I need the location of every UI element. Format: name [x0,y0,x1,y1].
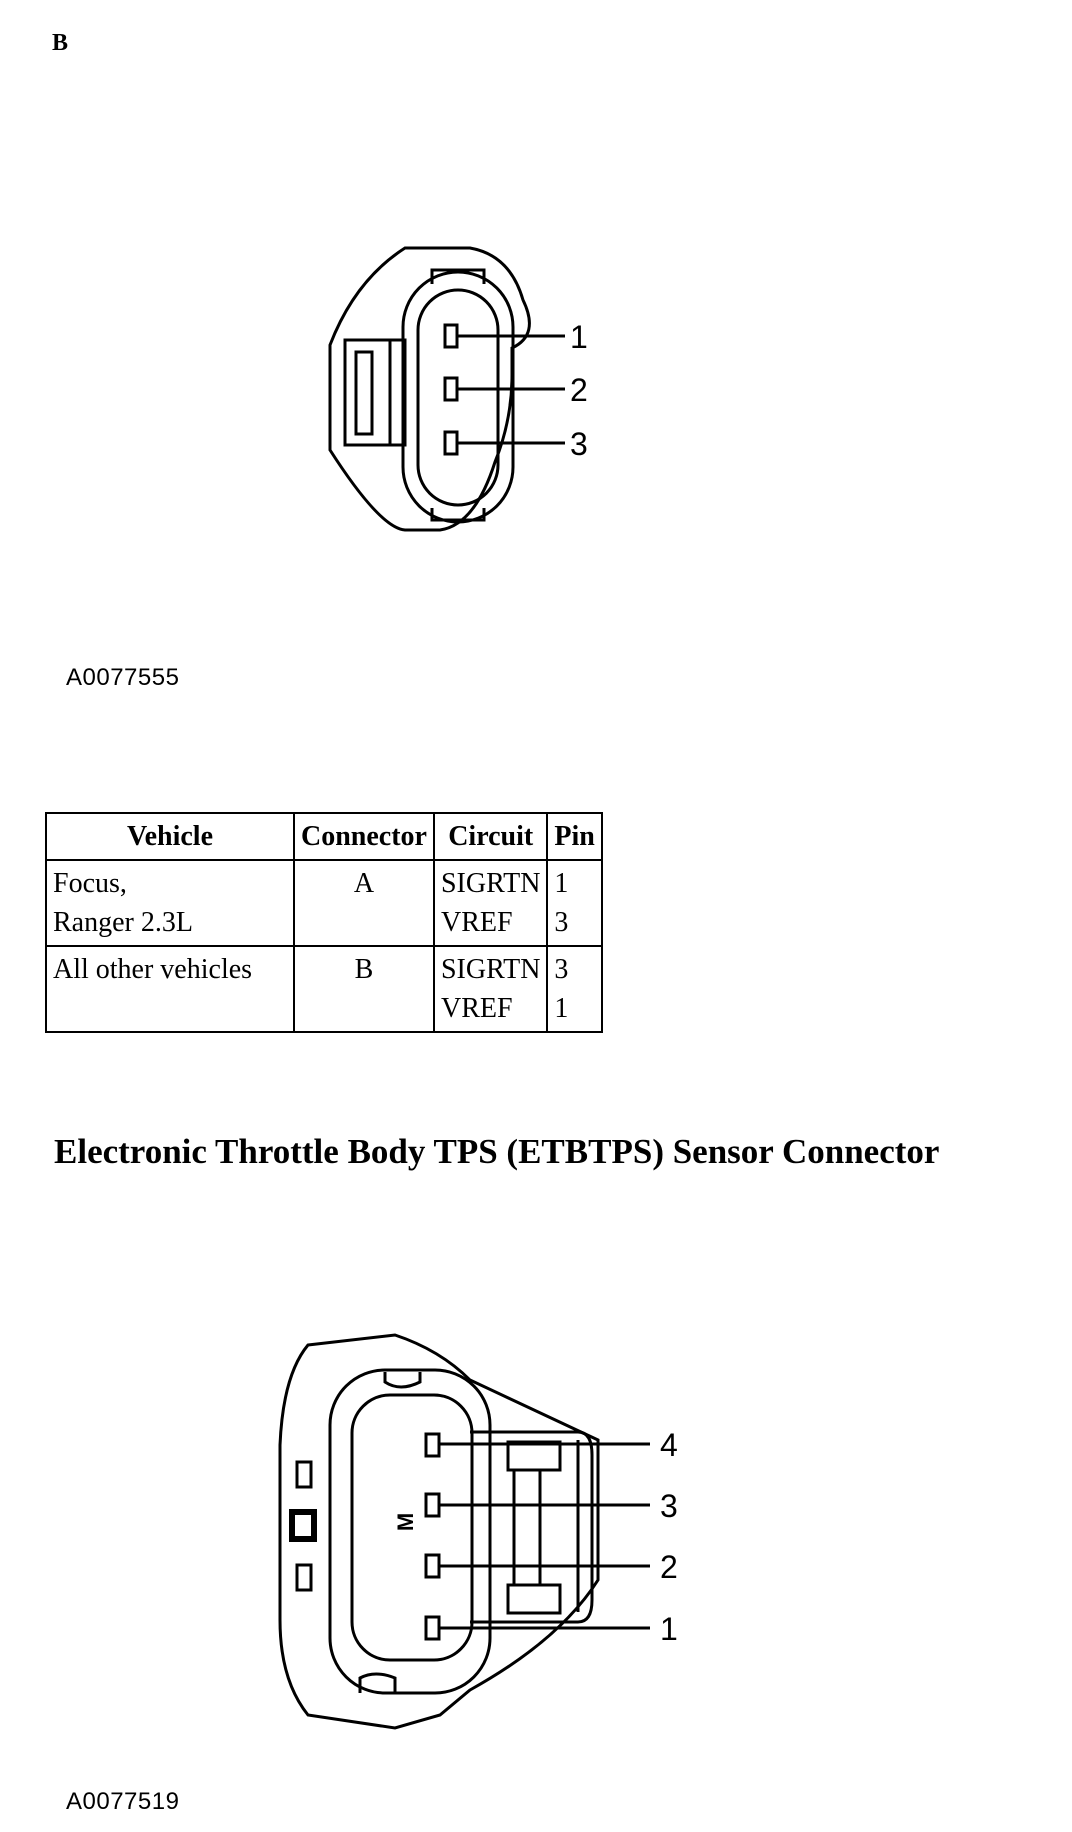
pinout-table: Vehicle Connector Circuit Pin Focus, Ran… [45,812,603,1033]
pin-3-terminal [443,430,459,456]
pin-label: 4 [660,1427,678,1463]
pin-cell: 1 3 [546,859,603,947]
pin-2-terminal [424,1553,441,1579]
pin-1-terminal [424,1615,441,1641]
figure-id: A0077555 [66,664,180,691]
vehicle-cell: Focus, Ranger 2.3L [45,859,295,947]
cell-line: VREF [440,993,513,1024]
cell-line: Focus, [53,868,127,899]
cell-line: Ranger 2.3L [53,907,193,938]
pin-label: 2 [570,372,588,408]
connector-latch [343,338,407,447]
vehicle-cell: All other vehicles [45,945,295,1033]
pin-4-terminal [424,1432,441,1458]
connector-housing-outline [278,1333,600,1730]
cell-line: 3 [554,954,569,985]
section-label: B [52,30,69,56]
section-heading: Electronic Throttle Body TPS (ETBTPS) Se… [54,1132,940,1171]
pin-cell: 3 1 [546,945,603,1033]
column-header: Connector [293,812,435,861]
pin-label: 1 [570,319,588,355]
four-pin-connector-diagram: M 4 3 2 1 [278,1333,678,1730]
connector-inner-shell [328,1368,492,1695]
pin-label: 2 [660,1549,678,1585]
table-header-row: Vehicle Connector Circuit Pin [45,812,603,861]
connector-lock-tab [289,1509,317,1542]
cell-line: 3 [554,907,569,938]
column-header: Circuit [432,812,549,861]
cell-line: All other vehicles [53,954,253,985]
cell-line: 1 [554,868,569,899]
cell-line: VREF [440,907,513,938]
connector-housing-outline [328,246,531,532]
column-header: Vehicle [45,812,295,861]
figure-id: A0077519 [66,1788,180,1815]
pin-3-terminal [424,1492,441,1518]
column-header: Pin [546,812,603,861]
circuit-cell: SIGRTN VREF [432,859,549,947]
three-pin-connector-diagram: 1 2 3 [328,246,588,532]
pin-label: 3 [660,1488,678,1524]
cell-line: SIGRTN [440,868,541,899]
connector-inner-shell [401,270,515,524]
table-row: Focus, Ranger 2.3L A SIGRTN VREF 1 3 [45,859,603,947]
pin-1-terminal [443,323,459,349]
pin-label: 1 [660,1611,678,1647]
table-row: All other vehicles B SIGRTN VREF 3 1 [45,945,603,1033]
connector-cell: B [293,945,435,1033]
pin-label: 3 [570,426,588,462]
circuit-cell: SIGRTN VREF [432,945,549,1033]
connector-cell: A [293,859,435,947]
pin-2-terminal [443,376,459,402]
cell-line: SIGRTN [440,954,541,985]
position-marker: M [393,1513,418,1531]
connector-latch [470,1430,594,1624]
cell-line: 1 [554,993,569,1024]
cell-line [53,989,287,1028]
